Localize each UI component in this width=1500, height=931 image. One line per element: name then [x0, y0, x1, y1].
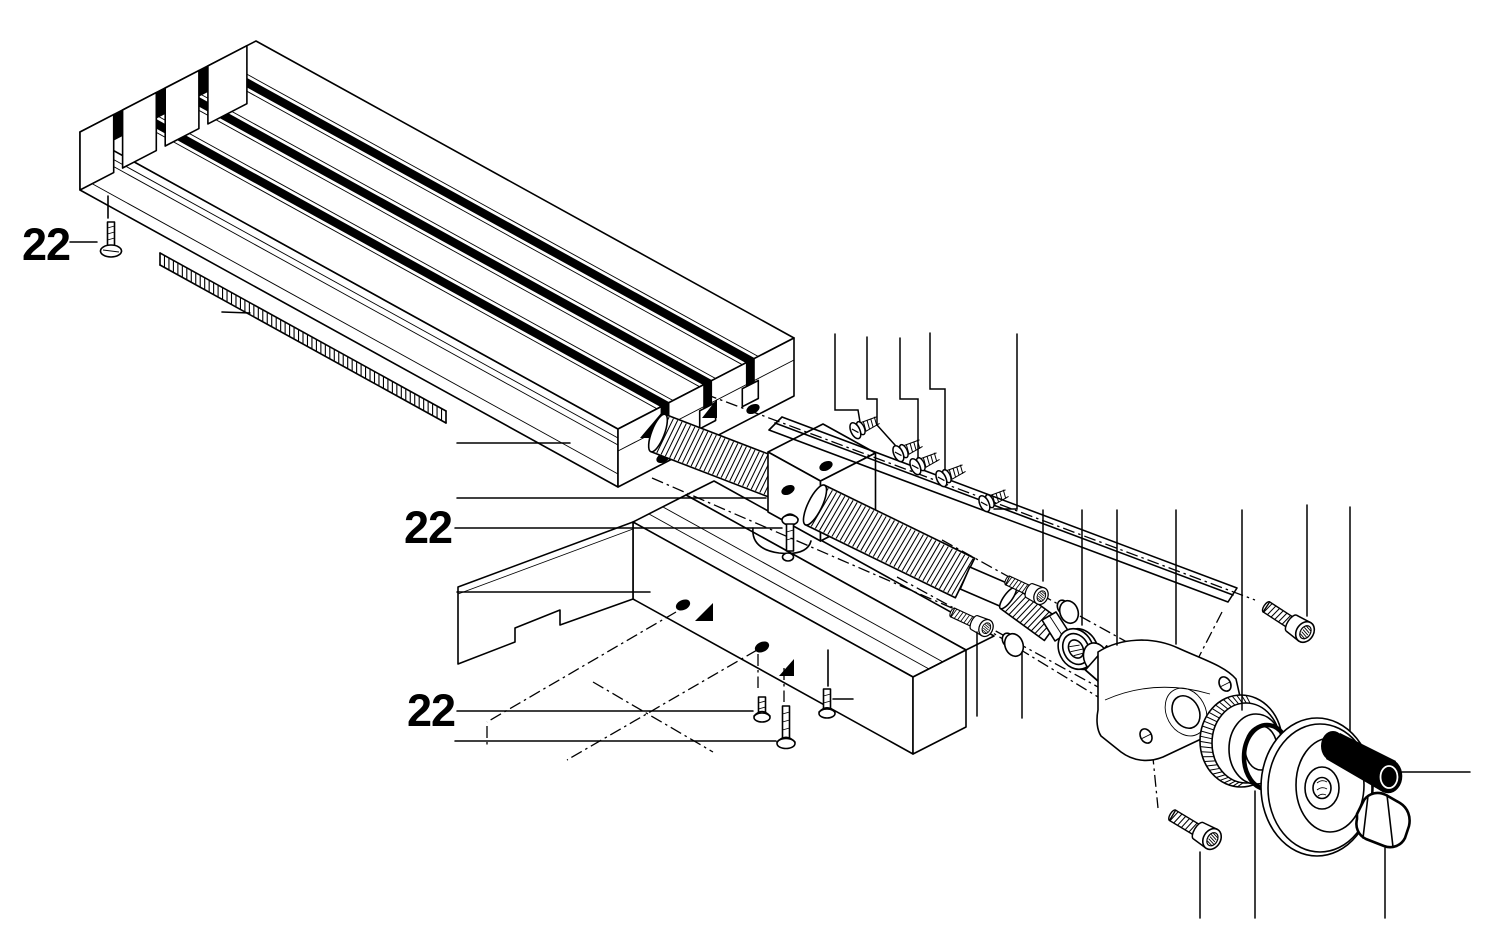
acorn-nut: [1355, 791, 1411, 849]
scale-ruler: [159, 252, 447, 424]
leadscrew-right: [802, 484, 976, 599]
callout-label-3: 22: [407, 685, 455, 736]
table-t-slots: [118, 59, 759, 410]
gib-screws: [849, 416, 1009, 513]
gib-screw-leaders: [834, 332, 1018, 510]
base-screw-1: [753, 696, 771, 723]
handle-grip: [1321, 731, 1403, 794]
base-screw-2: [776, 705, 796, 750]
callout-base-screws: 22: [407, 685, 777, 742]
ruler-leader-line: [221, 311, 251, 314]
saddle-base: [457, 480, 995, 755]
base-screw-3: [818, 688, 836, 719]
ball-bearing: [1057, 627, 1100, 671]
callout-label-1: 22: [22, 219, 70, 270]
leadscrew-tip: [998, 586, 1061, 642]
spring-washers: [1001, 599, 1080, 658]
callout-ruler-screw: 22: [22, 195, 123, 270]
base-mounting-screws: [753, 649, 854, 750]
callout-label-2: 22: [404, 502, 452, 553]
right-leader-lines: [1042, 504, 1471, 919]
ruler-ticks: [159, 253, 447, 423]
callout-nut-clamp-screw: 22: [404, 442, 783, 593]
ruler-screw: [99, 221, 123, 258]
bracket-screws: [1168, 600, 1316, 851]
graduated-dial: [1199, 694, 1284, 788]
handwheel: [1260, 717, 1374, 857]
nut-clamp-screw: [781, 513, 799, 562]
dial-knurl: [1199, 694, 1251, 788]
milling-table: [79, 40, 795, 488]
